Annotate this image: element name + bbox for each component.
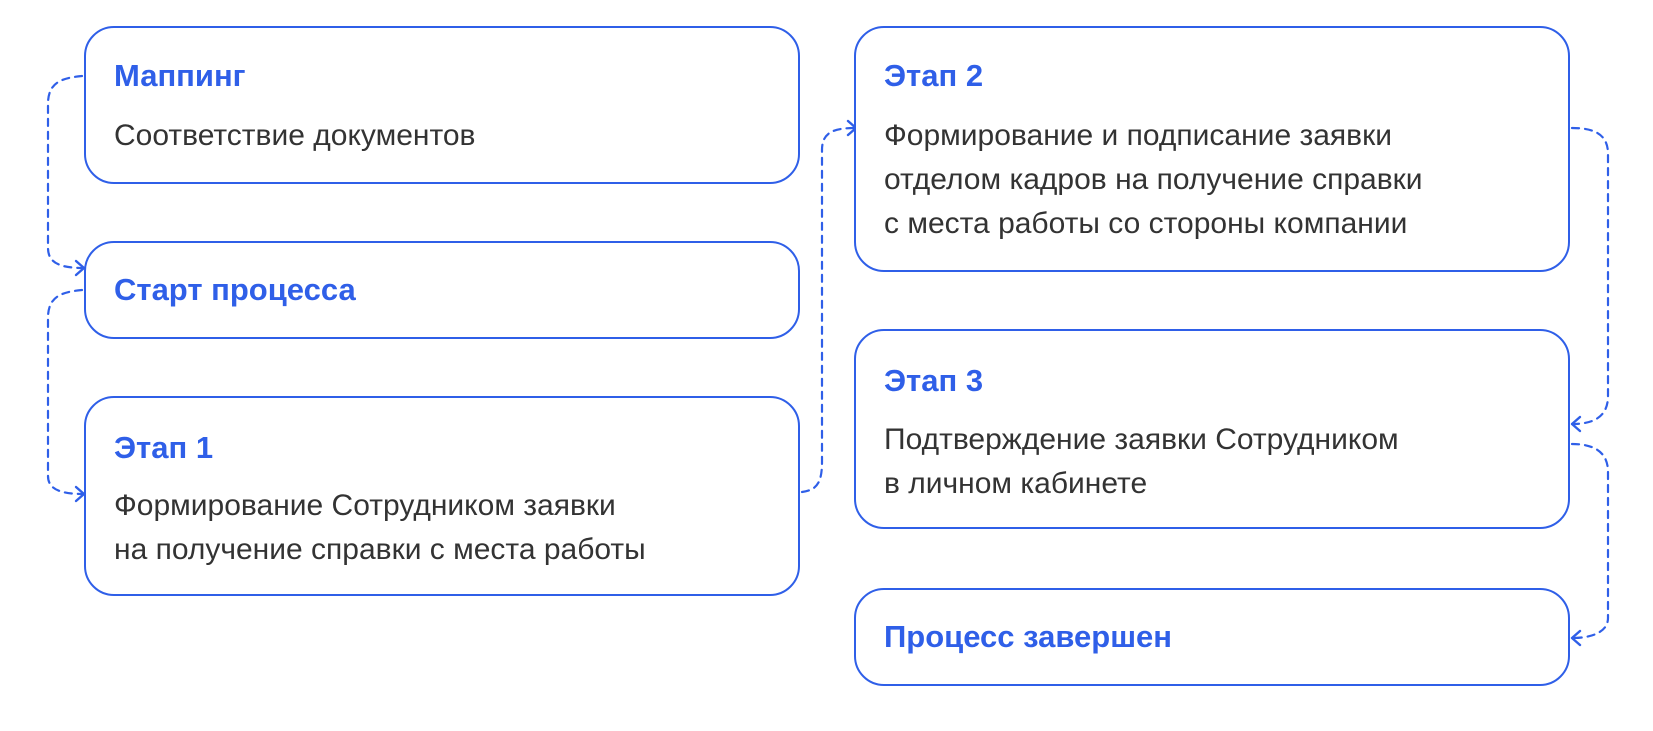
arrowhead-icon [1570, 415, 1582, 433]
step-title: Этап 3 [884, 363, 984, 398]
arrowhead-icon [74, 259, 86, 277]
step-card-stage-2: Этап 2 Формирование и подписание заявки … [854, 26, 1570, 272]
step-title: Процесс завершен [884, 619, 1173, 654]
step-description: Формирование Сотрудником заявки на получ… [114, 489, 646, 566]
connector-start-to-stage1 [46, 288, 86, 496]
connector-mapping-to-start [46, 74, 86, 270]
connector-stage1-to-stage2 [800, 126, 858, 494]
step-title: Этап 2 [884, 58, 984, 93]
step-card-done: Процесс завершен [854, 588, 1570, 686]
step-description: Подтверждение заявки Сотрудником в лично… [884, 423, 1399, 500]
step-title: Старт процесса [114, 272, 356, 307]
step-description: Соответствие документов [114, 119, 476, 152]
step-card-stage-3: Этап 3 Подтверждение заявки Сотрудником … [854, 329, 1570, 529]
step-title: Маппинг [114, 58, 246, 93]
arrowhead-icon [74, 485, 86, 503]
step-card-mapping: Маппинг Соответствие документов [84, 26, 800, 184]
step-description: Формирование и подписание заявки отделом… [884, 119, 1423, 240]
arrowhead-icon [1570, 629, 1582, 647]
connector-stage3-to-done [1570, 442, 1610, 640]
step-card-stage-1: Этап 1 Формирование Сотрудником заявки н… [84, 396, 800, 596]
connector-stage2-to-stage3 [1570, 126, 1610, 426]
step-title: Этап 1 [114, 430, 214, 465]
step-card-start: Старт процесса [84, 241, 800, 339]
